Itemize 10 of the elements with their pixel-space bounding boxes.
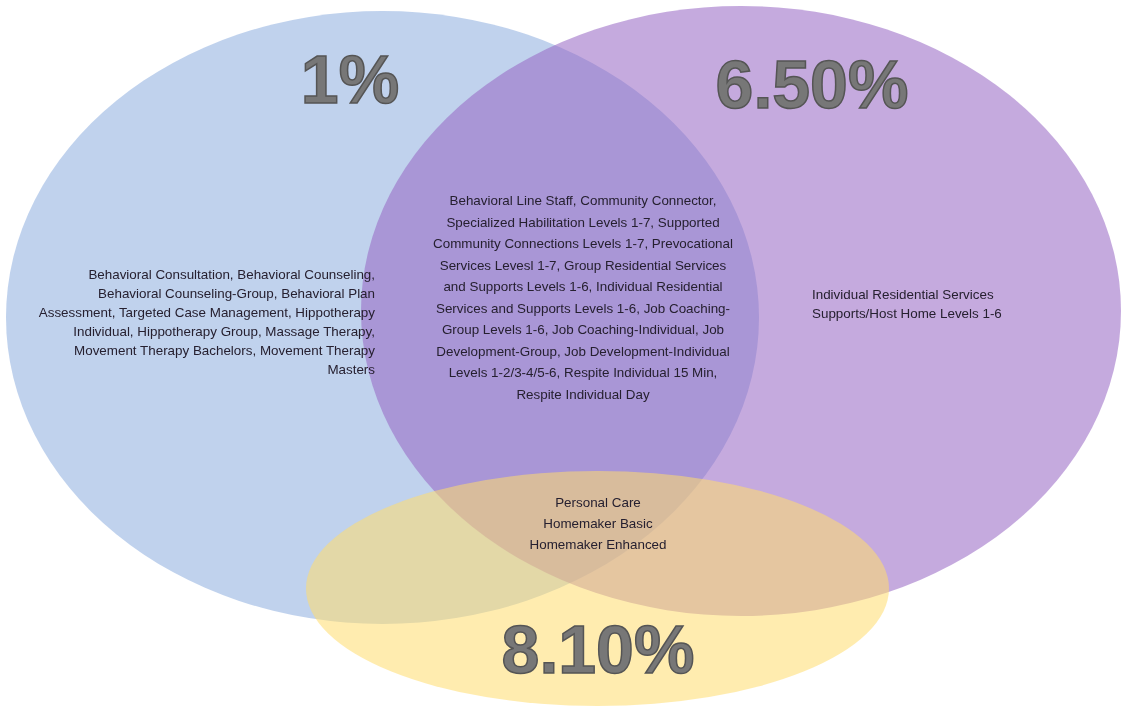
service-list: Behavioral Consultation, Behavioral Counseling, Behavioral Counseling-Group, Behavioral Plan Assessment, Targeted Case Management, Hippotherapy Individual, Hippotherapy Group, Massage Therapy, Movement Therapy Bachelors, Movement Therapy Masters bbox=[30, 265, 375, 379]
percentage: 6.50% bbox=[714, 45, 910, 123]
service-name: Homemaker Enhanced bbox=[528, 536, 668, 554]
venn-ellipse bbox=[305, 470, 890, 707]
percentage: 1% bbox=[299, 40, 401, 118]
service-list: Individual Residential Services Supports/Host Home Levels 1-6 bbox=[812, 285, 1072, 323]
percentage: 8.10% bbox=[500, 610, 696, 688]
service-list: Behavioral Line Staff, Community Connector, Specialized Habilitation Levels 1-7, Supported Community Connections Levels 1-7, Prevocational Services Levesl 1-7, Group Residential Services and Supports Levels 1-6, Individual Residential Services and Supports Levels 1-6, Job Coaching-Group Levels 1-6, Job Coaching-Individual, Job Development-Group, Job Development-Individual Levels 1-2/3-4/5-6, Respite Individual 15 Min, Respite Individual Day bbox=[428, 190, 738, 405]
service-name: Personal Care bbox=[554, 494, 642, 512]
service-name: Homemaker Basic bbox=[542, 515, 654, 533]
